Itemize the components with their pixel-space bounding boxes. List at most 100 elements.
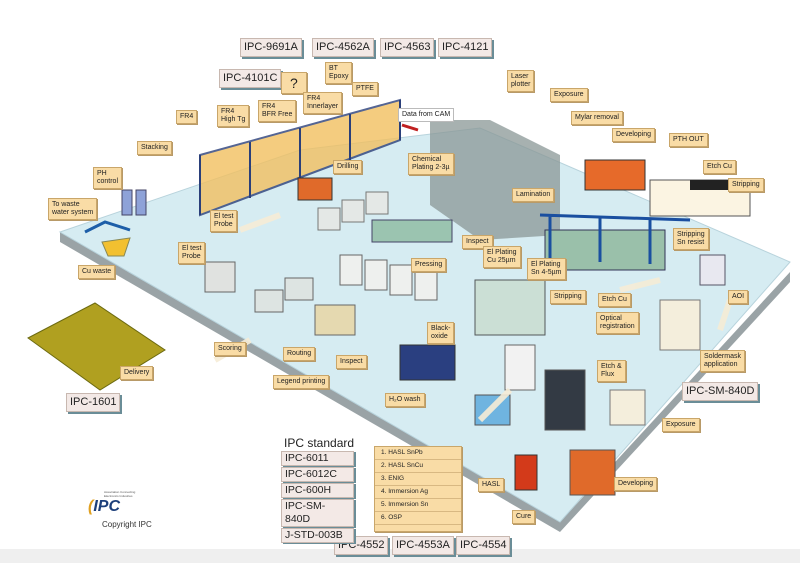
process-label: To waste water system [48, 198, 98, 220]
surface-finish-item: 6. OSP [375, 512, 461, 525]
material-label: FR4 Innerlayer [303, 92, 343, 114]
surface-finish-item: 1. HASL SnPb [375, 447, 461, 460]
process-label: Developing [614, 477, 658, 491]
process-label: PTH OUT [669, 133, 708, 147]
surface-finish-item: 4. Immersion Ag [375, 486, 461, 499]
black-oxide-booth [474, 279, 546, 336]
ipc-standard-title: IPC standard [284, 436, 355, 450]
soldermask-application-machine [659, 299, 701, 351]
aoi-machine [699, 254, 726, 286]
process-label: Cu waste [78, 265, 116, 279]
process-label: Optical registration [596, 312, 639, 334]
ipc-logo: Association Connecting Electronics Indus… [88, 490, 148, 516]
process-label: Mylar removal [571, 111, 623, 125]
standard-label: IPC-9691A [240, 38, 302, 57]
process-label: Exposure [662, 418, 700, 432]
exposure-machine [609, 389, 646, 426]
process-label: Black- oxide [427, 322, 455, 344]
developing-machine [584, 159, 646, 191]
process-label: Drilling [333, 160, 363, 174]
process-label: Cure [512, 510, 536, 524]
plating-gantry [539, 213, 691, 264]
chemical-plating-line [371, 219, 453, 243]
process-label: El Plating Cu 25µm [483, 246, 521, 268]
etch-flux-machine [504, 344, 536, 391]
clean-room-wall [430, 120, 560, 240]
surface-finish-item: 3. ENIG [375, 473, 461, 486]
ipc-standard-item: J-STD-003B [281, 528, 354, 543]
process-label: Exposure [550, 88, 588, 102]
standard-label: IPC-4553A [392, 536, 454, 555]
process-label: El test Probe [210, 210, 238, 232]
ipc-standard-item: IPC-6012C [281, 467, 354, 482]
material-racks [199, 98, 401, 217]
copyright-text: Copyright IPC [102, 520, 152, 529]
legend-printing-machine [314, 304, 356, 336]
soldermask-line [544, 369, 586, 431]
surface-finish-item: 5. Immersion Sn [375, 499, 461, 512]
drilling-machines [317, 191, 389, 231]
process-label: Scoring [214, 342, 246, 356]
ipc-standard-list: IPC-6011 IPC-6012C IPC-600H IPC-SM-840D … [281, 451, 354, 544]
process-label: Laser plotter [507, 70, 535, 92]
logo-mark: (IPC [88, 498, 120, 515]
material-label: FR4 BFR Free [258, 100, 297, 122]
ipc-standard-item: IPC-600H [281, 483, 354, 498]
process-label: Stripping [550, 290, 586, 304]
developing-line [569, 449, 616, 496]
el-test-probe-machine [204, 261, 236, 293]
data-from-cam-label: Data from CAM [398, 108, 455, 122]
process-label: Etch Cu [703, 160, 736, 174]
bottom-band [0, 549, 800, 563]
process-label: El test Probe [178, 242, 206, 264]
routing-machine [284, 277, 314, 301]
process-label: Soldermask application [700, 350, 745, 372]
cu-waste-bin [101, 237, 131, 257]
process-label: AOI [728, 290, 749, 304]
process-label: H₂O wash [385, 393, 425, 407]
process-label: Inspect [462, 235, 493, 249]
process-label: Pressing [411, 258, 447, 272]
process-label: Lamination [512, 188, 555, 202]
process-label: Etch Cu [598, 293, 631, 307]
h2o-wash-machine [399, 344, 456, 381]
material-label: FR4 [176, 110, 198, 124]
process-label: HASL [478, 478, 505, 492]
surface-finish-item: 2. HASL SnCu [375, 460, 461, 473]
logo-tagline: Association Connecting Electronics Indus… [104, 490, 136, 498]
material-label: PTFE [352, 82, 378, 96]
process-label: Stripping Sn resist [673, 228, 709, 250]
cure-oven [514, 454, 538, 491]
process-label: Etch & Flux [597, 360, 626, 382]
standard-label: IPC-4101C [219, 69, 282, 88]
process-label: El Plating Sn 4-5µm [527, 258, 566, 280]
process-label: Developing [612, 128, 656, 142]
process-label: Legend printing [273, 375, 330, 389]
material-label: ? [281, 72, 307, 94]
waste-water-arrow [84, 220, 131, 234]
ipc-standard-item: IPC-6011 [281, 451, 354, 466]
standard-label: IPC-4121 [438, 38, 493, 57]
etch-stripping-top [690, 180, 750, 190]
process-label: PH control [93, 167, 123, 189]
material-label: BT Epoxy [325, 62, 353, 84]
standard-label: IPC-4554 [456, 536, 511, 555]
process-label: Stacking [137, 141, 172, 155]
process-label: Delivery [120, 366, 154, 380]
surface-finish-list: 1. HASL SnPb 2. HASL SnCu 3. ENIG 4. Imm… [374, 446, 462, 532]
process-label: Chemical Plating 2-3µ [408, 153, 454, 175]
standard-label: IPC-1601 [66, 393, 121, 412]
process-label: Inspect [336, 355, 367, 369]
material-label: FR4 High Tg [217, 105, 250, 127]
pressing-machines [339, 254, 438, 301]
scoring-machine [254, 289, 284, 313]
standard-label: IPC-4563 [380, 38, 435, 57]
process-label: Routing [283, 347, 316, 361]
ipc-standard-item: IPC-SM-840D [281, 499, 354, 527]
standard-label: IPC-SM-840D [682, 382, 759, 401]
standard-label: IPC-4562A [312, 38, 374, 57]
ph-control-tanks [121, 189, 147, 216]
data-from-cam-arrow [401, 123, 419, 132]
process-label: Stripping [728, 178, 764, 192]
